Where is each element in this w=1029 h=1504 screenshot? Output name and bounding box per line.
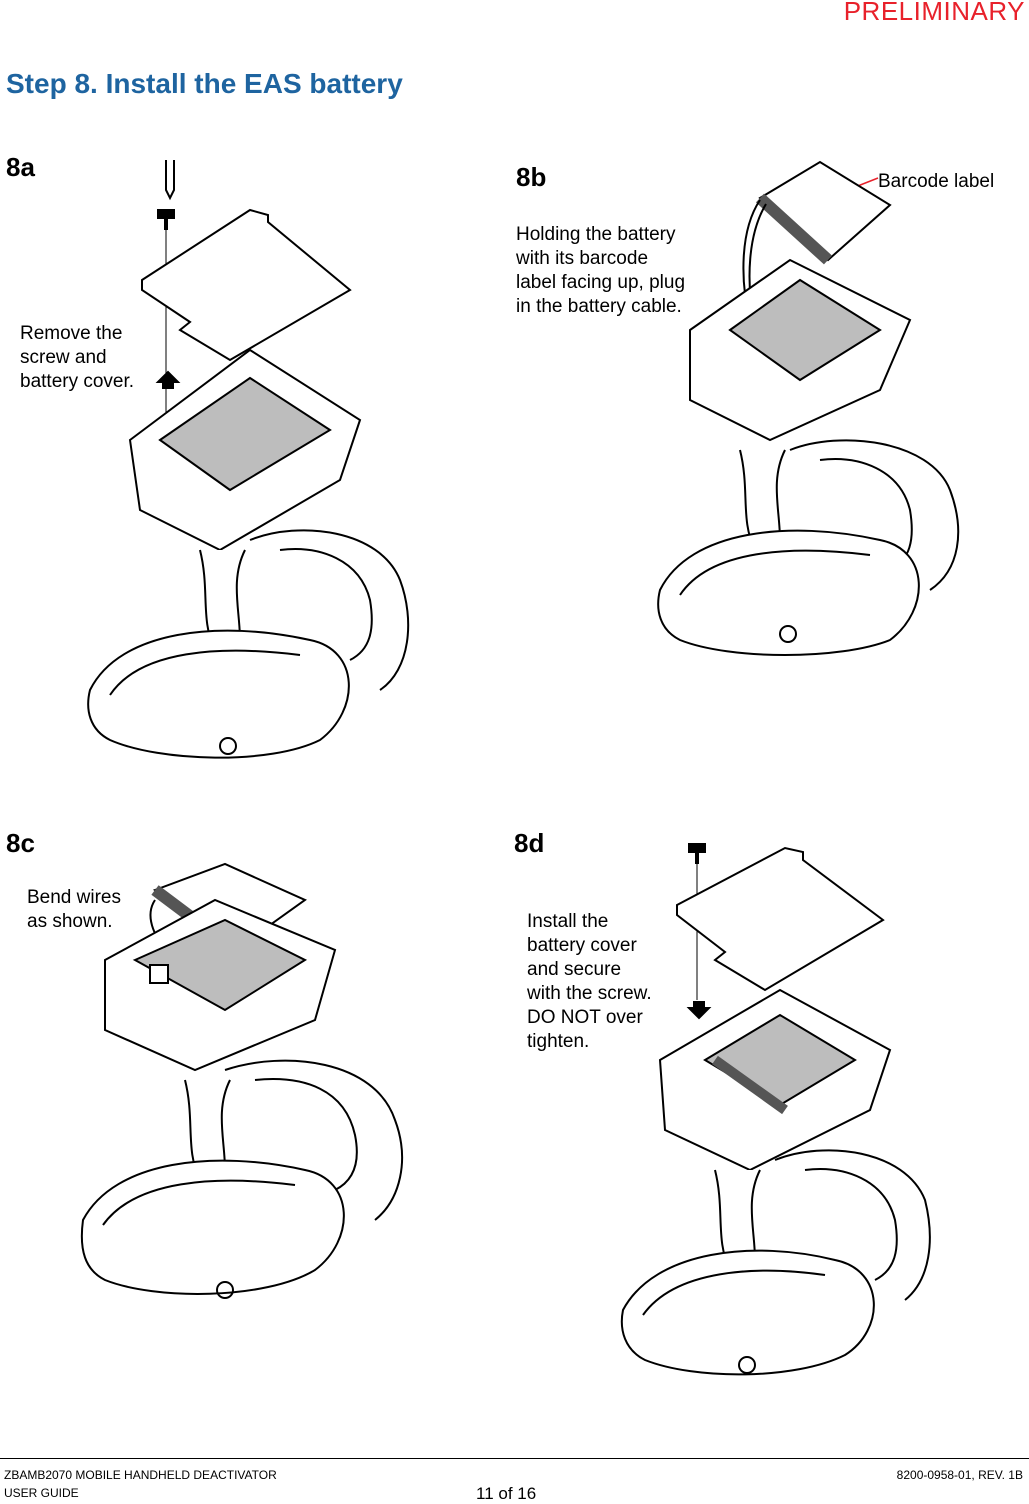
barcode-label-callout: Barcode label bbox=[878, 171, 995, 192]
footer-doc-number: 8200-0958-01, REV. 1B bbox=[896, 1468, 1023, 1482]
step-8b-illustration bbox=[657, 160, 960, 656]
footer-product: ZBAMB2070 MOBILE HANDHELD DEACTIVATOR bbox=[4, 1468, 277, 1482]
footer-rule bbox=[0, 1458, 1029, 1459]
footer-guide: USER GUIDE bbox=[4, 1486, 79, 1500]
step-8d-illustration bbox=[620, 843, 931, 1376]
step-8b-label: 8b bbox=[516, 162, 547, 192]
page-number: 11 of 16 bbox=[476, 1484, 537, 1503]
step-8c-illustration bbox=[80, 862, 403, 1299]
step-8a-illustration bbox=[87, 160, 410, 759]
step-8d-note: Install the battery cover and secure wit… bbox=[527, 911, 652, 1052]
step-8c-label: 8c bbox=[6, 828, 35, 858]
step-8a-note: Remove the screw and battery cover. bbox=[20, 323, 135, 392]
page-title: Step 8. Install the EAS battery bbox=[6, 68, 403, 99]
step-8c-note: Bend wires as shown. bbox=[27, 887, 121, 932]
step-8d-label: 8d bbox=[514, 828, 545, 858]
step-8b-note: Holding the battery with its barcode lab… bbox=[516, 224, 686, 317]
step-8a-label: 8a bbox=[6, 152, 35, 182]
preliminary-watermark: PRELIMINARY bbox=[843, 0, 1025, 26]
